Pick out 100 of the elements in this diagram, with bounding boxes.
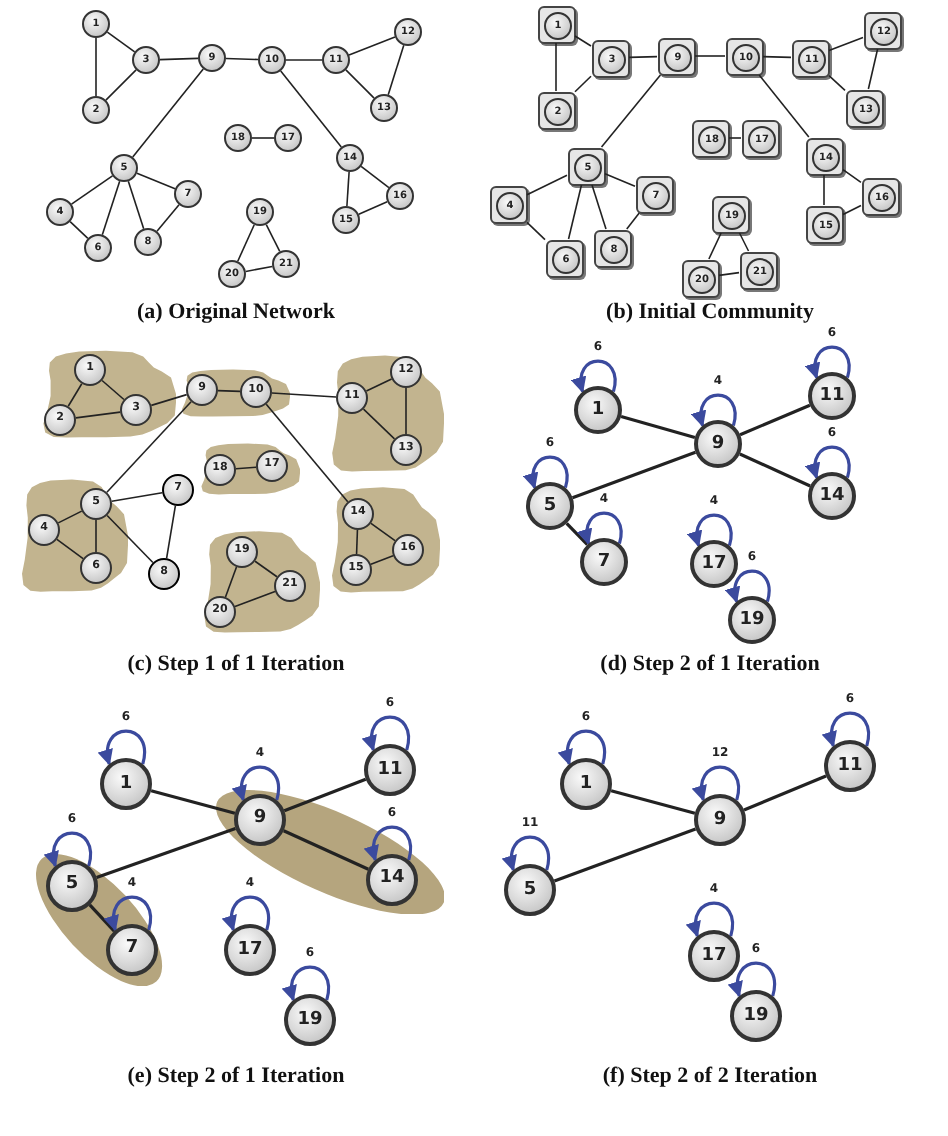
node-box bbox=[593, 229, 631, 267]
connector-line bbox=[842, 168, 862, 184]
connector-line bbox=[69, 220, 89, 240]
panel-caption: (a) Original Network bbox=[137, 300, 335, 324]
self-loop-arrow bbox=[558, 729, 606, 766]
self-loop-arrow bbox=[362, 715, 410, 752]
connector-line bbox=[105, 69, 137, 101]
connector-line bbox=[626, 212, 640, 230]
connector-line bbox=[235, 466, 257, 470]
connector-line bbox=[526, 221, 546, 241]
community-ellipse bbox=[215, 789, 445, 915]
connector-line bbox=[360, 165, 390, 189]
connector-line bbox=[224, 566, 238, 598]
connector-line bbox=[628, 55, 658, 59]
community-blob bbox=[176, 368, 290, 420]
self-loop-arrow bbox=[222, 895, 270, 932]
self-loop-arrow bbox=[806, 345, 851, 380]
node-box bbox=[537, 91, 575, 129]
connector-line bbox=[150, 789, 236, 815]
connector-line bbox=[370, 554, 394, 566]
self-loop-arrow bbox=[726, 569, 771, 604]
connector-line bbox=[101, 379, 125, 401]
connector-line bbox=[526, 174, 568, 196]
connector-line bbox=[96, 827, 236, 879]
node-box bbox=[591, 39, 629, 77]
node-circle: 1 bbox=[100, 758, 152, 810]
self-loop-arrow bbox=[502, 835, 550, 872]
connector-line bbox=[758, 74, 810, 138]
connector-line bbox=[127, 180, 145, 230]
self-loop-arrow bbox=[282, 965, 330, 1002]
connector-line bbox=[600, 74, 662, 148]
connector-line bbox=[610, 789, 696, 815]
connector-line bbox=[106, 31, 136, 53]
connector-line bbox=[106, 400, 192, 494]
self-loop-arrow bbox=[98, 729, 146, 766]
connector-line bbox=[95, 519, 97, 553]
panel-caption: (b) Initial Community bbox=[606, 300, 814, 324]
connector-line bbox=[620, 415, 696, 439]
self-loop-arrow bbox=[822, 711, 870, 748]
node-box bbox=[681, 259, 719, 297]
self-loop-arrow bbox=[524, 455, 569, 490]
connector-line bbox=[159, 57, 199, 61]
connector-line bbox=[387, 44, 405, 96]
connector-line bbox=[842, 204, 862, 216]
connector-line bbox=[279, 70, 343, 148]
node-box bbox=[635, 175, 673, 213]
community-ellipse bbox=[36, 853, 164, 987]
connector-line bbox=[738, 232, 750, 252]
connector-line bbox=[867, 48, 879, 90]
node-circle: 5 bbox=[526, 482, 574, 530]
connector-line bbox=[265, 223, 281, 253]
node-circle: 14 bbox=[808, 472, 856, 520]
self-loop-arrow bbox=[806, 445, 851, 480]
connector-line bbox=[405, 387, 407, 435]
node-box bbox=[739, 251, 777, 289]
connector-line bbox=[728, 137, 742, 139]
connector-line bbox=[345, 69, 375, 99]
node-box bbox=[863, 11, 901, 49]
node-circle: 11 bbox=[808, 372, 856, 420]
connector-line bbox=[348, 36, 396, 56]
connector-line bbox=[567, 184, 583, 240]
panel-caption: (e) Step 2 of 1 Iteration bbox=[127, 1064, 345, 1088]
node-circle: 1 bbox=[560, 758, 612, 810]
node-box bbox=[741, 119, 779, 157]
node-circle: 9 bbox=[694, 420, 742, 468]
connector-line bbox=[106, 514, 154, 564]
connector-line bbox=[553, 827, 697, 883]
connector-line bbox=[254, 560, 278, 578]
connector-line bbox=[823, 174, 825, 206]
connector-line bbox=[762, 55, 792, 59]
connector-line bbox=[370, 522, 396, 542]
self-loop-arrow bbox=[364, 825, 412, 862]
connector-line bbox=[67, 382, 83, 408]
connector-line bbox=[358, 200, 388, 216]
connector-line bbox=[591, 184, 607, 230]
node-circle: 1 bbox=[574, 386, 622, 434]
node-box bbox=[489, 185, 527, 223]
connector-line bbox=[217, 389, 241, 393]
connector-line bbox=[565, 522, 589, 546]
connector-line bbox=[56, 538, 84, 560]
self-loop-arrow bbox=[44, 831, 92, 868]
panel-caption: (d) Step 2 of 1 Iteration bbox=[600, 652, 820, 676]
node-circle: 9 bbox=[694, 794, 746, 846]
node-circle: 5 bbox=[504, 864, 556, 916]
node-circle: 19 bbox=[730, 990, 782, 1042]
connector-line bbox=[365, 378, 393, 392]
connector-line bbox=[574, 75, 592, 93]
connector-line bbox=[150, 393, 188, 407]
connector-line bbox=[57, 510, 83, 524]
connector-line bbox=[110, 491, 164, 503]
node-circle: 7 bbox=[580, 538, 628, 586]
connector-line bbox=[355, 529, 359, 555]
self-loop-arrow bbox=[104, 895, 152, 932]
node-circle: 17 bbox=[688, 930, 740, 982]
node-box bbox=[567, 147, 605, 185]
self-loop-arrow bbox=[692, 393, 737, 428]
node-box bbox=[691, 119, 729, 157]
connector-line bbox=[708, 232, 722, 260]
connector-line bbox=[362, 408, 396, 440]
connector-line bbox=[828, 36, 864, 52]
